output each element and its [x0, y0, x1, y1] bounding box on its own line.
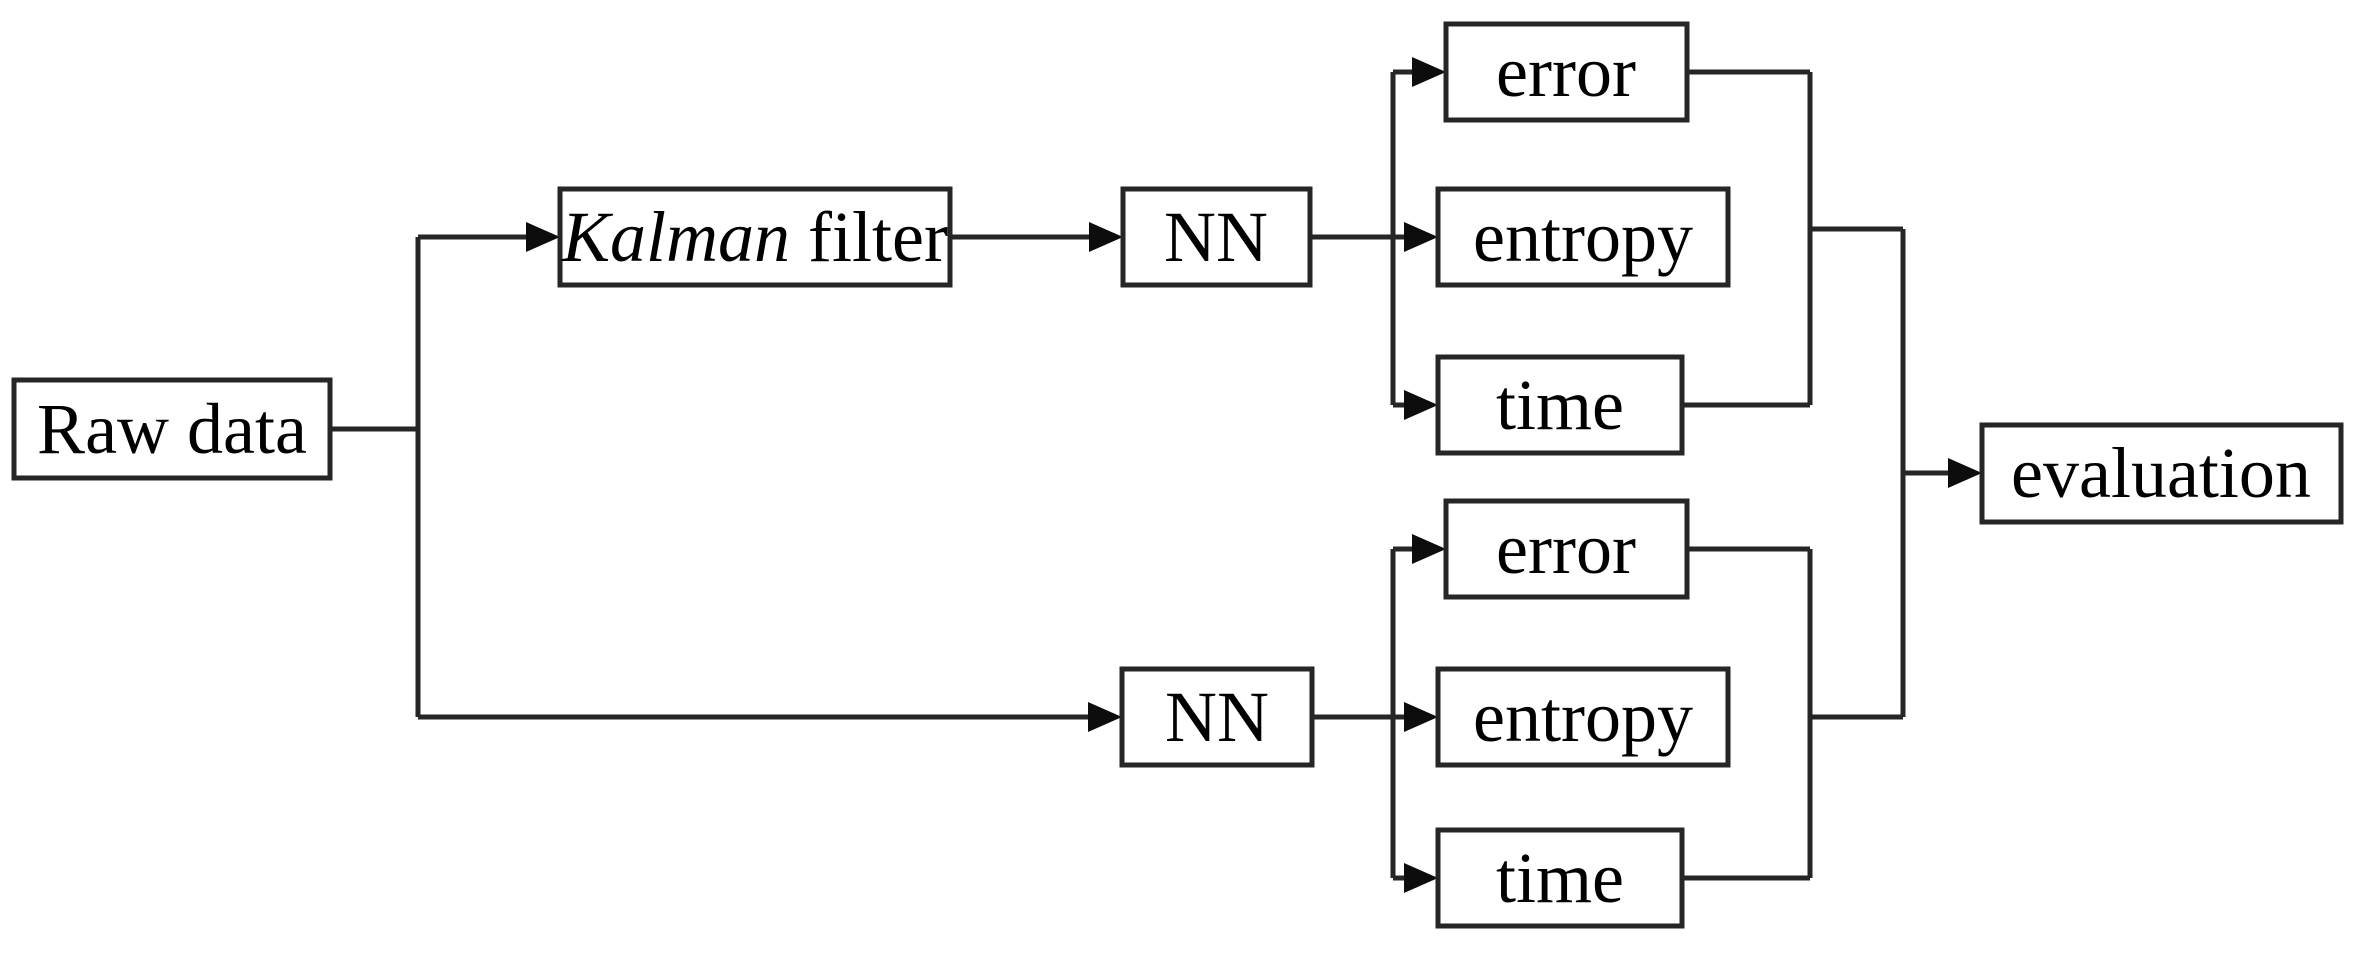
node-entropy-bottom: entropy: [1435, 666, 1731, 768]
node-error-bottom: error: [1443, 498, 1690, 600]
kalman-italic-text: Kalman: [561, 197, 790, 277]
node-kalman-filter: Kalman filter: [557, 186, 953, 288]
arrowhead-into-entropy-bottom-icon: [1404, 702, 1438, 732]
node-entropy-top-box: [1435, 186, 1731, 288]
node-error-top: error: [1443, 21, 1690, 123]
node-raw-data: Raw data: [11, 377, 333, 481]
node-time-bottom: time: [1435, 827, 1685, 929]
arrowhead-into-evaluation-icon: [1948, 458, 1982, 488]
node-nn-top-label: NN: [1164, 197, 1268, 277]
node-nn-top-box: [1120, 186, 1313, 288]
node-evaluation-label: evaluation: [2011, 433, 2311, 513]
node-nn-bottom-label: NN: [1165, 677, 1269, 757]
arrowhead-into-entropy-top-icon: [1404, 222, 1438, 252]
arrowhead-into-kalman-icon: [526, 222, 560, 252]
node-time-top: time: [1435, 354, 1685, 456]
arrowheads: [526, 57, 1982, 893]
node-error-bottom-label: error: [1496, 509, 1636, 589]
node-time-bottom-box: [1435, 827, 1685, 929]
arrowhead-into-nn-bottom-icon: [1088, 702, 1122, 732]
node-nn-bottom-box: [1119, 666, 1315, 768]
node-entropy-top-label: entropy: [1473, 197, 1693, 277]
arrowhead-into-time-bottom-icon: [1404, 863, 1438, 893]
arrowhead-into-time-top-icon: [1404, 390, 1438, 420]
node-error-top-label: error: [1496, 32, 1636, 112]
node-entropy-top: entropy: [1435, 186, 1731, 288]
node-entropy-bottom-label: entropy: [1473, 677, 1693, 757]
node-entropy-bottom-box: [1435, 666, 1731, 768]
node-time-top-label: time: [1496, 365, 1624, 445]
node-raw-data-label: Raw data: [37, 389, 307, 469]
node-nn-bottom: NN: [1119, 666, 1315, 768]
node-error-bottom-box: [1443, 498, 1690, 600]
node-nn-top: NN: [1120, 186, 1313, 288]
node-raw-data-box: [11, 377, 333, 481]
node-evaluation: evaluation: [1979, 422, 2344, 525]
node-kalman-filter-box: [557, 186, 953, 288]
connector-wires: [330, 69, 1950, 881]
arrowhead-into-error-bottom-icon: [1412, 534, 1446, 564]
node-time-bottom-label: time: [1496, 838, 1624, 918]
node-evaluation-box: [1979, 422, 2344, 525]
arrowhead-into-error-top-icon: [1412, 57, 1446, 87]
node-kalman-filter-label: Kalman filter: [561, 197, 948, 277]
kalman-regular-text: filter: [790, 197, 948, 277]
node-error-top-box: [1443, 21, 1690, 123]
node-time-top-box: [1435, 354, 1685, 456]
arrowhead-into-nn-top-icon: [1089, 222, 1123, 252]
